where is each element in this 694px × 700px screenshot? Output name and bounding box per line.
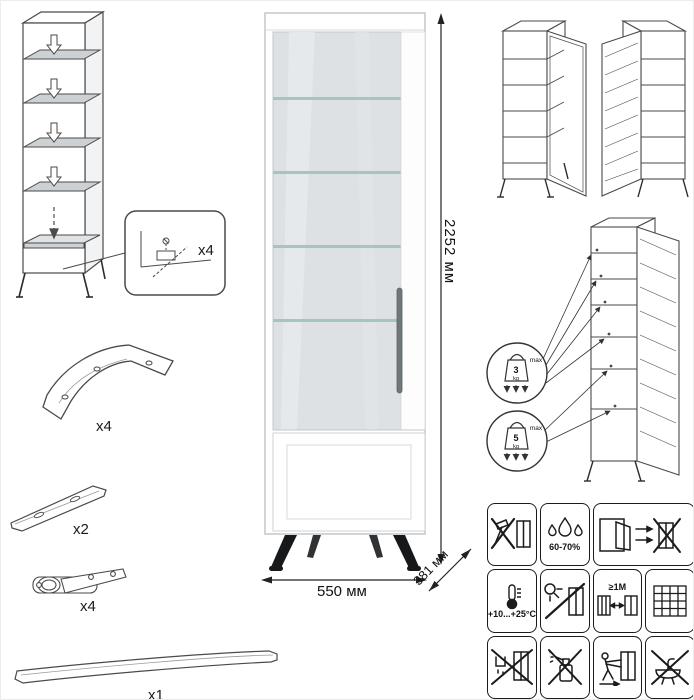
handle-part (14, 650, 278, 684)
no-solvent-icon (539, 635, 590, 699)
heat-distance-icon: ≥1M (592, 569, 643, 633)
door-orientation-right-diagram (601, 20, 689, 198)
no-direct-sunlight-icon (539, 569, 590, 633)
height-dimension-arrow (437, 13, 445, 565)
cabinet-legs (269, 535, 421, 571)
shelf-pin-detail-callout (62, 210, 226, 296)
temperature-range-icon: +10...+25°C (487, 569, 537, 633)
insert-shelf-arrows (45, 34, 63, 187)
glass-shelf-load-value: 3 (513, 365, 518, 375)
door-orientation-left-diagram (497, 20, 587, 198)
no-wet-room-icon (645, 635, 693, 699)
shelf-placement-diagram (16, 10, 106, 298)
height-dimension-label: 2252 мм (441, 219, 458, 285)
depth-dimension-arrow (428, 548, 472, 592)
bottom-shelf-load-value: 5 (513, 433, 518, 443)
no-hammer-icon (487, 503, 537, 567)
hinge-qty-label: x4 (80, 598, 96, 615)
bottom-shelf-load-max: max (530, 425, 543, 432)
width-dimension-label: 550 мм (317, 583, 367, 600)
insert-rail-arrow (49, 207, 59, 240)
shelf-load-diagram: 3 kg max 5 kg max (486, 217, 680, 482)
leg-bracket-part (42, 344, 174, 420)
shelf-pin-qty-label: x4 (198, 242, 214, 259)
door-handle-bar (396, 287, 403, 394)
bottom-shelf-load-callout: 5 kg max (486, 410, 548, 472)
humidity-icon: 60-70% (539, 503, 590, 567)
glass-shelves (273, 97, 401, 322)
no-spill-icon (487, 635, 537, 699)
glass-shelf-load-callout: 3 kg max (486, 342, 548, 404)
handle-qty-label: x1 (148, 687, 164, 700)
wireframe-legs (16, 258, 106, 298)
window-ventilation-icon (592, 503, 693, 567)
width-dimension-arrow (261, 576, 427, 584)
hinge-part (32, 568, 127, 594)
cabinet-render (264, 12, 426, 571)
care-icons-grid: 60-70% +10...+25°C (487, 503, 693, 699)
wall-grid-icon (645, 569, 693, 633)
carry-furniture-icon (592, 635, 643, 699)
mounting-rail-part (10, 485, 107, 532)
mounting-rail-qty-label: x2 (73, 521, 89, 538)
glass-shelf-load-unit: kg (513, 376, 519, 382)
leg-bracket-qty-label: x4 (96, 418, 112, 435)
bottom-shelf-load-unit: kg (513, 444, 519, 450)
temperature-range-label: +10...+25°C (487, 608, 536, 619)
humidity-value-label: 60-70% (549, 541, 581, 552)
glass-shelf-load-max: max (530, 357, 543, 364)
heat-distance-label: ≥1M (608, 582, 627, 593)
